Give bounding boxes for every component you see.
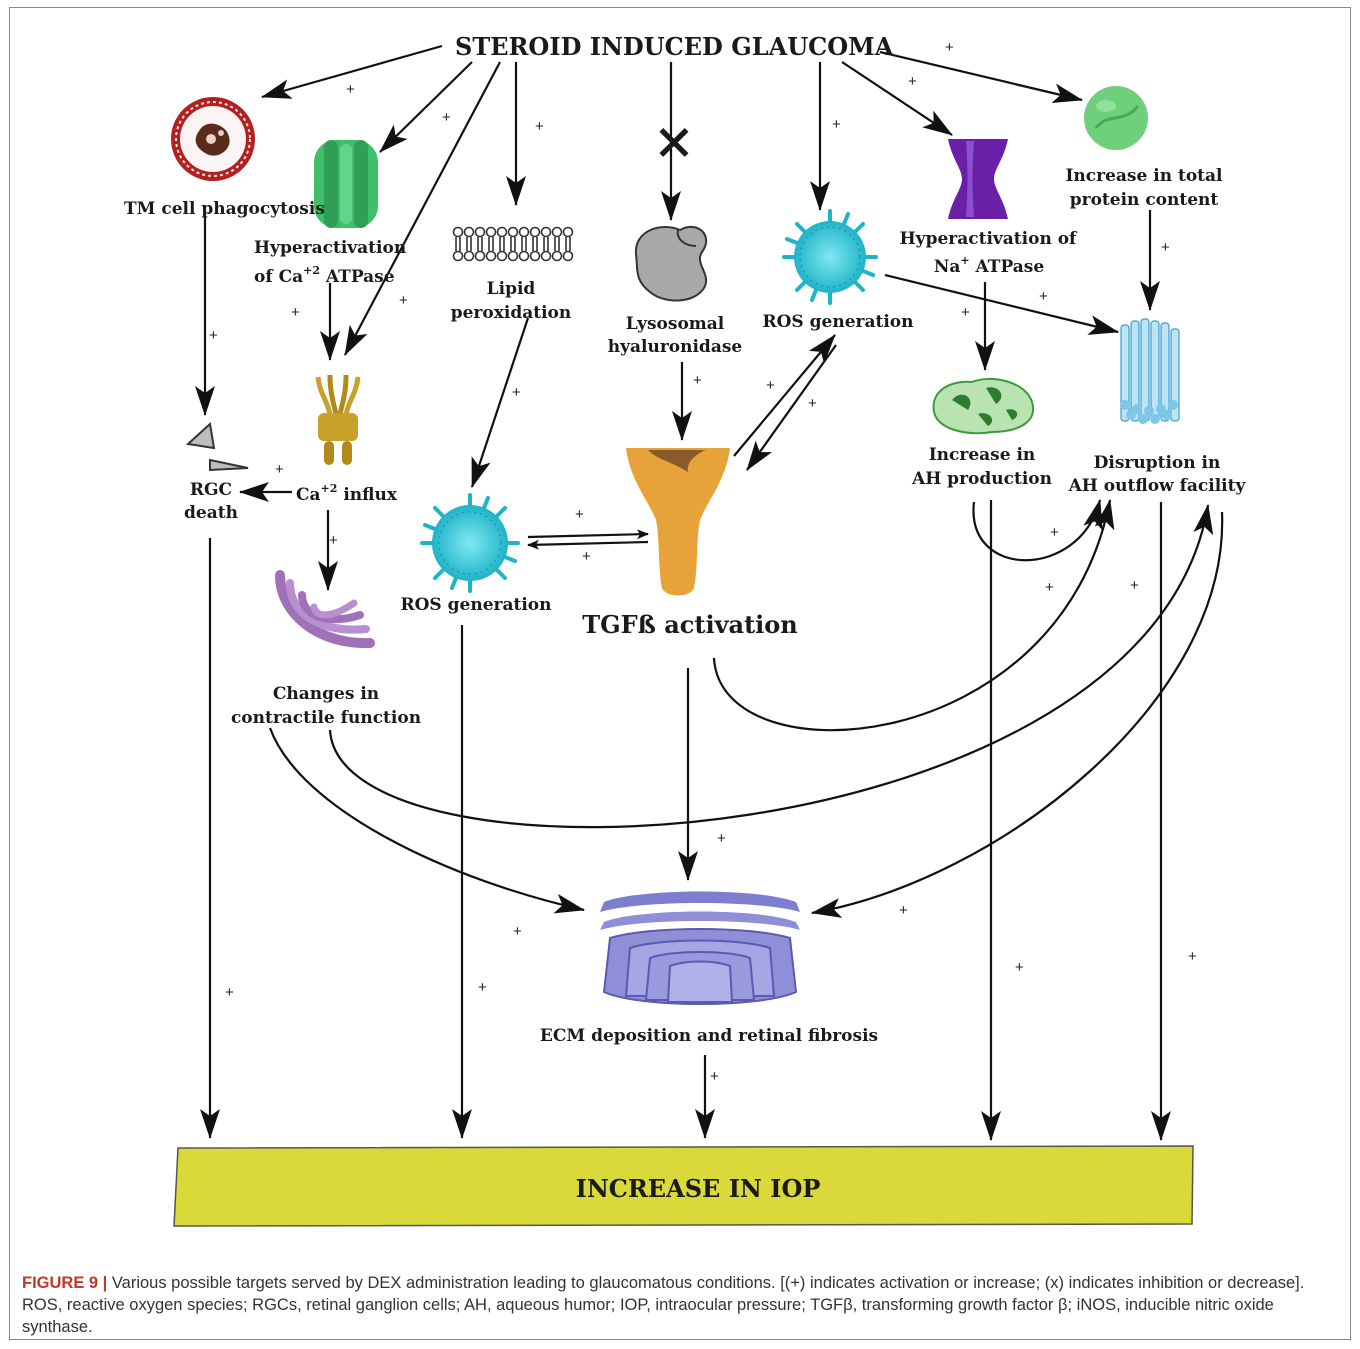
tgfb-receptor-icon xyxy=(626,448,730,596)
plus-sign: + xyxy=(513,923,522,940)
arrows xyxy=(195,44,1224,1141)
label-protein-line2: protein content xyxy=(1070,190,1219,210)
arrow-title-to-na xyxy=(841,61,953,136)
label-contractile-line1: Changes in xyxy=(273,684,379,704)
plus-sign: + xyxy=(346,81,355,98)
arrow-tgfb-to-outflow xyxy=(712,499,1115,732)
plus-sign: + xyxy=(766,377,775,394)
plus-sign: + xyxy=(1130,577,1139,594)
plus-sign: + xyxy=(1039,288,1048,305)
label-ca-atpase-line1: Hyperactivation xyxy=(254,238,406,258)
plus-sign: + xyxy=(442,109,451,126)
figure-caption-text: Various possible targets served by DEX a… xyxy=(22,1274,1305,1336)
plus-sign: + xyxy=(693,372,702,389)
plus-sign: + xyxy=(329,532,338,549)
plus-sign: + xyxy=(832,116,841,133)
label-ecm: ECM deposition and retinal fibrosis xyxy=(540,1026,878,1046)
ca-atpase-pump-icon xyxy=(314,140,378,228)
plus-sign: + xyxy=(1045,579,1054,596)
plus-sign: + xyxy=(908,73,917,90)
arrow-ros-to-tgfb xyxy=(527,529,649,540)
ros-molecule-icon xyxy=(782,209,878,305)
plus-sign: + xyxy=(291,304,300,321)
plus-sign: + xyxy=(961,304,970,321)
arrow-outflow-to-ecm xyxy=(811,511,1224,918)
label-iop: INCREASE IN IOP xyxy=(576,1174,821,1203)
plus-sign: + xyxy=(945,39,954,56)
outflow-tubes-icon xyxy=(1120,318,1180,424)
label-tm-phagocytosis: TM cell phagocytosis xyxy=(124,199,325,219)
arrow-ros-top-to-outflow xyxy=(884,273,1119,335)
plus-sign: + xyxy=(399,292,408,309)
arrow-title-to-ca-influx xyxy=(344,61,501,356)
arrow-title-to-protein xyxy=(879,50,1083,104)
ah-cell-icon xyxy=(932,377,1035,435)
diagram-title: STEROID INDUCED GLAUCOMA xyxy=(455,32,894,61)
arrow-ros-top-to-tgfb xyxy=(746,344,837,471)
plus-sign: + xyxy=(575,506,584,523)
figure-caption: FIGURE 9 | Various possible targets serv… xyxy=(22,1272,1340,1338)
label-contractile-line2: contractile function xyxy=(231,708,421,728)
label-na-atpase-line1: Hyperactivation of xyxy=(900,229,1078,249)
label-protein-line1: Increase in total xyxy=(1065,166,1223,186)
label-ah-outflow-line1: Disruption in xyxy=(1094,453,1221,473)
arrow-ah-prod-to-outflow xyxy=(972,499,1103,562)
label-ca-influx: Ca+2 influx xyxy=(296,482,398,505)
plus-sign: + xyxy=(710,1068,719,1085)
hyaluronidase-enzyme-icon xyxy=(634,225,708,302)
arrow-contractile-to-ecm xyxy=(268,727,585,914)
plus-sign: + xyxy=(1161,239,1170,256)
label-lyso-line2: hyaluronidase xyxy=(608,337,743,357)
label-ros-mid: ROS generation xyxy=(401,595,552,615)
label-ros-top: ROS generation xyxy=(763,312,914,332)
label-ah-production-line1: Increase in xyxy=(929,445,1036,465)
arrow-title-to-ca-atpase xyxy=(379,61,473,153)
arrow-tgfb-to-ros xyxy=(527,539,649,550)
plus-sign: + xyxy=(1188,948,1197,965)
ros-molecule-icon xyxy=(420,493,520,593)
plus-sign: + xyxy=(582,548,591,565)
arrow-lipid-to-ros xyxy=(470,317,530,488)
protein-molecule-icon xyxy=(1084,86,1148,150)
plus-sign: + xyxy=(1015,959,1024,976)
label-ca-atpase-line2: of Ca+2 ATPase xyxy=(254,264,395,287)
plus-sign: + xyxy=(808,395,817,412)
arrow-title-to-tm xyxy=(261,44,443,99)
label-na-atpase-line2: Na+ ATPase xyxy=(934,254,1045,277)
iop-outcome-box xyxy=(173,1145,1194,1227)
tm-cell-icon xyxy=(171,97,255,181)
label-ah-production-line2: AH production xyxy=(911,469,1052,489)
na-atpase-pump-icon xyxy=(948,139,1008,219)
label-ah-outflow-line2: AH outflow facility xyxy=(1068,476,1247,496)
plus-signs: + + + + + + + + + + + + + + + + + + + + … xyxy=(209,39,1197,1085)
ca-channel-icon xyxy=(315,374,361,465)
label-lipid-line2: peroxidation xyxy=(451,303,572,323)
plus-sign: + xyxy=(899,902,908,919)
contractile-fibers-icon xyxy=(275,570,375,649)
ecm-golgi-icon xyxy=(600,891,800,1005)
label-tgfb: TGFß activation xyxy=(582,610,798,639)
lipid-bilayer-icon xyxy=(452,226,574,262)
inhibition-mark: × xyxy=(653,111,695,170)
plus-sign: + xyxy=(535,118,544,135)
plus-sign: + xyxy=(209,327,218,344)
rgc-fragments-icon xyxy=(185,422,249,472)
label-rgc-line1: RGC xyxy=(190,480,232,500)
arrow-tgfb-to-ros-top xyxy=(733,334,836,457)
glaucoma-pathway-diagram: × + + + + + + + + + + + + + + + + + + + … xyxy=(124,32,1247,1227)
figure-label: FIGURE 9 | xyxy=(22,1274,108,1292)
plus-sign: + xyxy=(225,984,234,1001)
label-lyso-line1: Lysosomal xyxy=(626,314,725,334)
arrow-contractile-to-outflow xyxy=(328,504,1214,829)
plus-sign: + xyxy=(717,830,726,847)
label-lipid-line1: Lipid xyxy=(487,279,536,299)
label-rgc-line2: death xyxy=(184,503,238,523)
plus-sign: + xyxy=(478,979,487,996)
plus-sign: + xyxy=(512,384,521,401)
plus-sign: + xyxy=(275,461,284,478)
plus-sign: + xyxy=(1050,524,1059,541)
